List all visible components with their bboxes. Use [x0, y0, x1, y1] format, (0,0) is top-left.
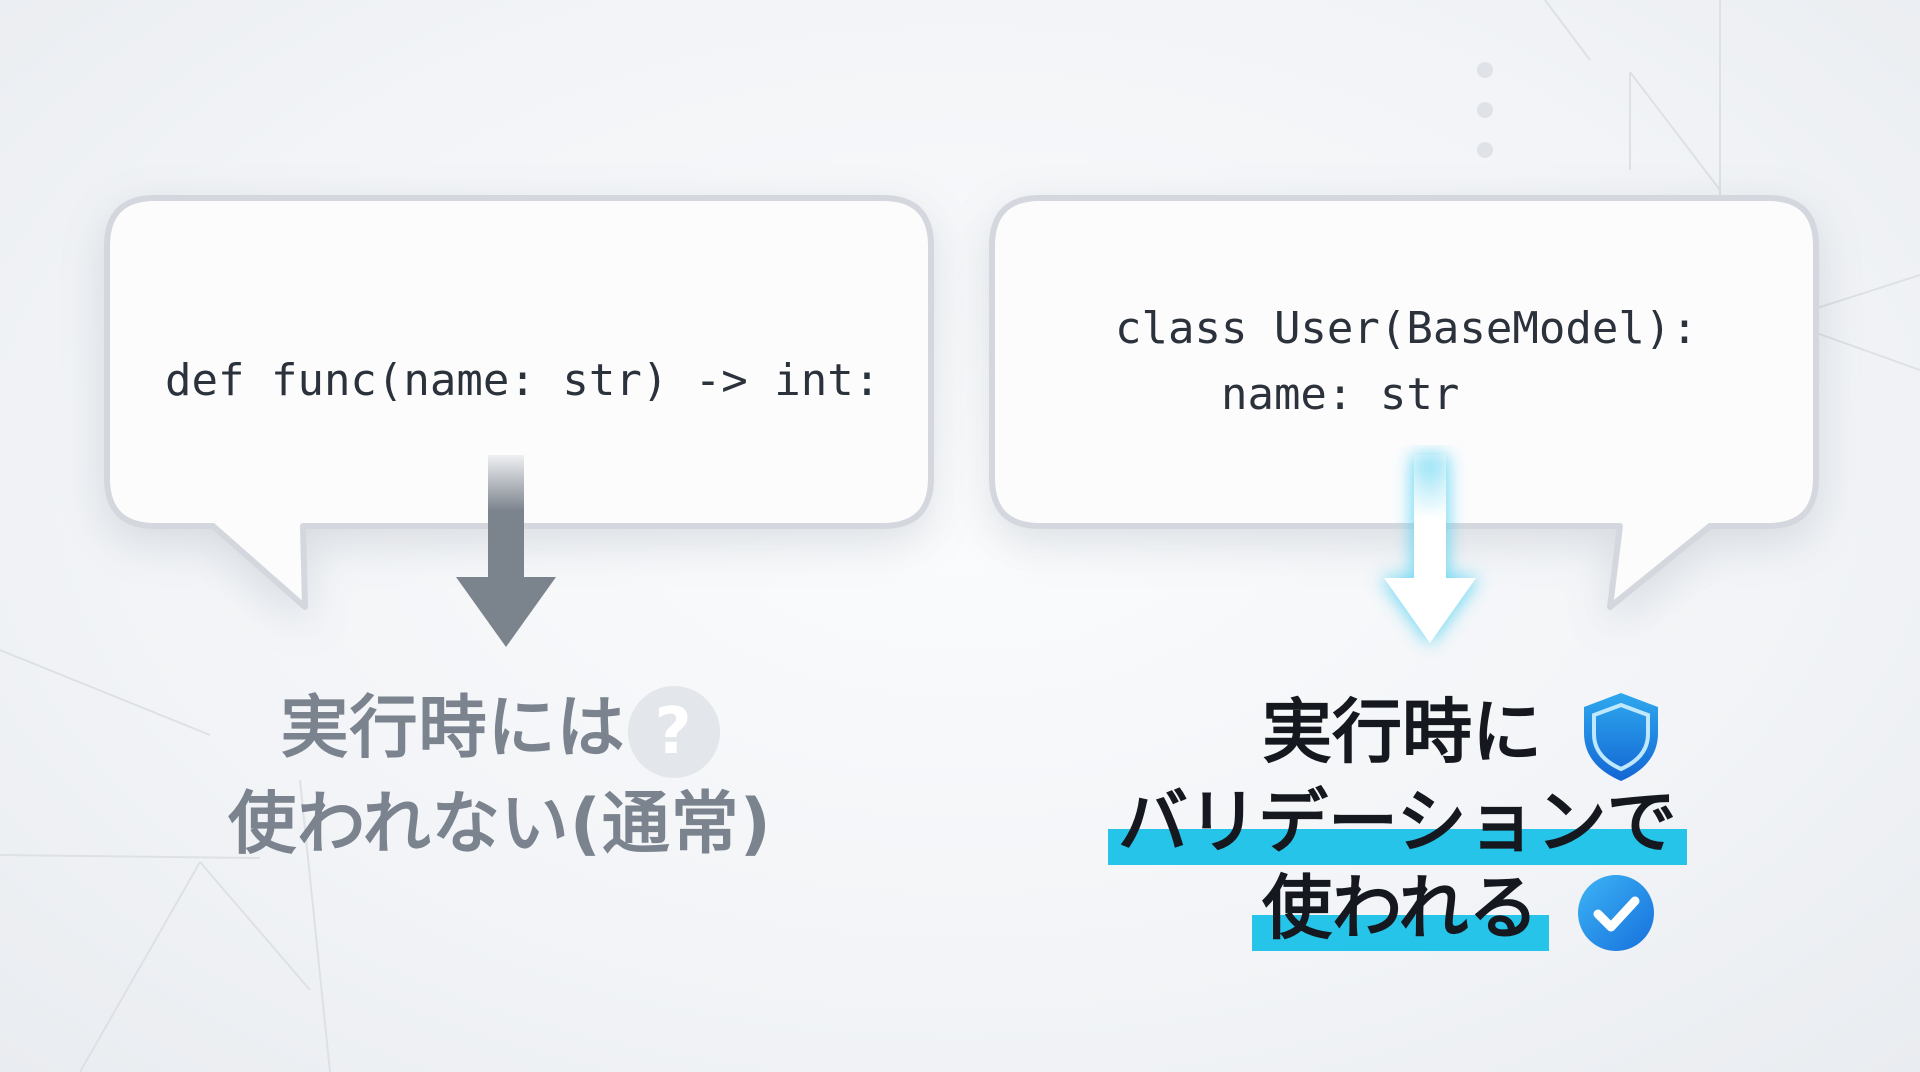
- right-caption-text-1: 実行時に: [1262, 691, 1542, 773]
- shield-icon: [1584, 692, 1659, 781]
- right-caption-line-3: 使われる: [1252, 852, 1657, 954]
- highlighted-caption-text-2: バリデーションで: [1108, 766, 1687, 867]
- checkmark-icon: [1577, 874, 1654, 951]
- right-code-line-2: name: str: [1115, 369, 1460, 420]
- right-code-line-1: class User(BaseModel):: [1115, 303, 1698, 354]
- left-caption-text-1: 実行時には: [280, 689, 626, 768]
- question-mark-icon: ?: [627, 686, 720, 779]
- right-code-snippet: class User(BaseModel): name: str: [1115, 296, 1698, 428]
- right-glowing-down-arrow: [1380, 455, 1480, 645]
- right-caption-line-2: バリデーションで: [1108, 766, 1687, 867]
- left-caption-line-2: 使われない(通常): [228, 785, 772, 864]
- highlighted-caption-text-3: 使われる: [1252, 852, 1548, 953]
- left-caption-line-1: 実行時には?: [190, 672, 810, 779]
- left-speech-bubble: [104, 195, 934, 610]
- right-speech-bubble: [989, 195, 1819, 610]
- right-caption-line-1: 実行時に: [1262, 676, 1664, 785]
- left-code-snippet: def func(name: str) -> int:: [165, 355, 881, 406]
- left-down-arrow: [456, 455, 556, 647]
